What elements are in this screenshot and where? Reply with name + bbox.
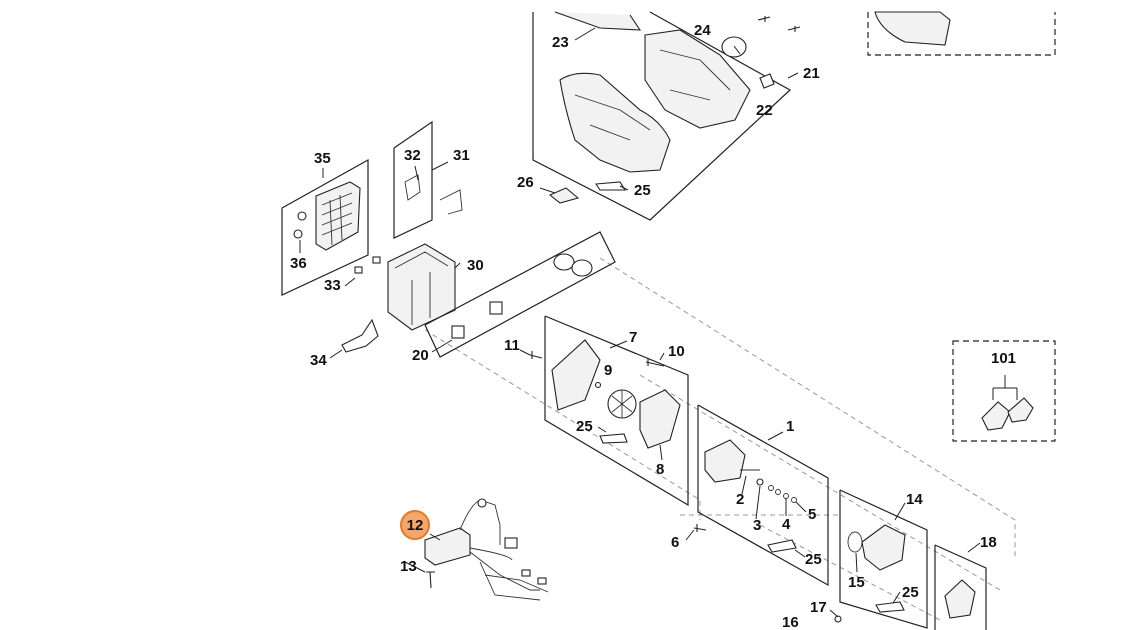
callout-9[interactable]: 9 [604, 362, 612, 379]
screw-11-icon[interactable] [529, 351, 543, 359]
group-box-top-right[interactable] [867, 11, 1056, 56]
callout-12-highlighted[interactable]: 12 [400, 510, 430, 540]
part-24-icon[interactable] [721, 36, 747, 58]
callout-31[interactable]: 31 [453, 147, 470, 164]
part-17-icon[interactable] [834, 615, 842, 623]
part-25-c-icon[interactable] [767, 539, 797, 553]
callout-18[interactable]: 18 [980, 534, 997, 551]
gear-group-14[interactable] [839, 489, 928, 629]
callout-24[interactable]: 24 [694, 22, 711, 39]
callout-26[interactable]: 26 [517, 174, 534, 191]
callout-7[interactable]: 7 [629, 329, 637, 346]
callout-14[interactable]: 14 [906, 491, 923, 508]
part-25-a-icon[interactable] [595, 181, 626, 191]
part-26-icon[interactable] [548, 187, 580, 204]
callout-32[interactable]: 32 [404, 147, 421, 164]
screw-13-icon[interactable] [426, 571, 435, 589]
callout-13[interactable]: 13 [400, 558, 417, 575]
callout-25-d[interactable]: 25 [902, 584, 919, 601]
part-30-icon[interactable] [387, 243, 456, 331]
part-34-icon[interactable] [341, 318, 379, 353]
callout-labels: 1 2 3 4 5 6 7 8 9 10 11 13 14 15 16 17 1… [290, 22, 1016, 630]
callout-12[interactable]: 12 [407, 517, 424, 534]
callout-11[interactable]: 11 [504, 337, 520, 354]
rotor-group-1[interactable] [697, 404, 829, 587]
callout-17[interactable]: 17 [810, 599, 827, 616]
callout-8[interactable]: 8 [656, 461, 664, 478]
highlight-circle [400, 510, 430, 540]
screw-6-icon[interactable] [693, 524, 707, 532]
callout-101[interactable]: 101 [991, 350, 1016, 367]
screw-10-icon[interactable] [645, 358, 665, 367]
callout-33[interactable]: 33 [324, 277, 341, 294]
callout-35[interactable]: 35 [314, 150, 331, 167]
callout-5[interactable]: 5 [808, 506, 816, 523]
callout-25-b[interactable]: 25 [576, 418, 593, 435]
screw-icons-top[interactable] [757, 16, 801, 32]
callout-2[interactable]: 2 [736, 491, 744, 508]
callout-1[interactable]: 1 [786, 418, 794, 435]
part-group-101[interactable] [952, 340, 1056, 442]
part-33-icon[interactable] [354, 256, 381, 274]
callout-36[interactable]: 36 [290, 255, 307, 272]
callout-3[interactable]: 3 [753, 517, 761, 534]
callout-25-a[interactable]: 25 [634, 182, 651, 199]
callout-6[interactable]: 6 [671, 534, 679, 551]
part-group-18[interactable] [934, 544, 987, 630]
callout-34[interactable]: 34 [310, 352, 327, 369]
seal-group-20[interactable] [424, 231, 616, 358]
part-22-icon[interactable] [759, 73, 775, 89]
callout-16[interactable]: 16 [782, 614, 799, 630]
callout-25-c[interactable]: 25 [805, 551, 822, 568]
callout-21[interactable]: 21 [803, 65, 820, 82]
callout-10[interactable]: 10 [668, 343, 685, 360]
callout-30[interactable]: 30 [467, 257, 484, 274]
callout-20[interactable]: 20 [412, 347, 429, 364]
callout-23[interactable]: 23 [552, 34, 569, 51]
leader-lines [299, 27, 981, 618]
filter-cover-group-35[interactable] [281, 158, 369, 296]
contact-group-31[interactable] [393, 120, 463, 239]
housing-group-21[interactable] [532, 11, 792, 221]
callout-4[interactable]: 4 [782, 516, 791, 533]
fan-group-7[interactable] [544, 315, 689, 507]
part-12-harness-icon[interactable] [424, 498, 549, 601]
callout-22[interactable]: 22 [756, 102, 773, 119]
callout-15[interactable]: 15 [848, 574, 865, 591]
